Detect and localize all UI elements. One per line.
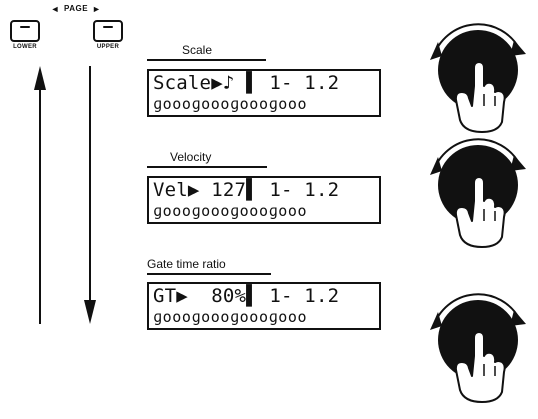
scale-panel-title: Scale — [182, 43, 213, 57]
scale-title-rule — [147, 59, 266, 61]
scale-lcd-line1: Scale▶♪ ▌ 1- 1.2 — [153, 72, 340, 94]
page-lower-button[interactable] — [10, 20, 40, 42]
scale-lcd-display: Scale▶♪ ▌ 1- 1.2 ɡoooɡoooɡoooɡooo — [147, 69, 381, 117]
gate-time-title-rule — [147, 273, 271, 275]
hand-pointer-icon — [454, 331, 506, 403]
page-right-arrow-icon: ► — [92, 4, 102, 14]
gate-time-lcd-line1: GT▶ 80%▌ 1- 1.2 — [153, 285, 340, 307]
page-upper-button[interactable] — [93, 20, 123, 42]
velocity-lcd-line2: ɡoooɡoooɡoooɡooo — [153, 202, 308, 220]
page-lower-label: LOWER — [13, 44, 37, 50]
page-selector-header: ◄PAGE► — [40, 2, 112, 16]
hand-pointer-icon — [454, 61, 506, 133]
velocity-title-rule — [147, 166, 267, 168]
rotate-arrow-icon — [430, 23, 526, 60]
page-label: PAGE — [63, 4, 89, 13]
velocity-lcd-display: Vel▶ 127▌ 1- 1.2 ɡoooɡoooɡoooɡooo — [147, 176, 381, 224]
gate-time-lcd-line2: ɡoooɡoooɡoooɡooo — [153, 308, 308, 326]
scale-lcd-line2: ɡoooɡoooɡoooɡooo — [153, 95, 308, 113]
velocity-panel-title: Velocity — [170, 150, 212, 164]
page-left-arrow-icon: ◄ — [50, 4, 60, 14]
page-upper-label: UPPER — [96, 44, 120, 50]
velocity-lcd-line1: Vel▶ 127▌ 1- 1.2 — [153, 179, 340, 201]
gate-time-lcd-display: GT▶ 80%▌ 1- 1.2 ɡoooɡoooɡoooɡooo — [147, 282, 381, 330]
gate-time-panel-title: Gate time ratio — [147, 257, 226, 271]
down-arrow-icon — [84, 66, 96, 324]
rotate-arrow-icon — [430, 138, 526, 175]
value-dial-1[interactable] — [430, 23, 526, 133]
value-dial-2[interactable] — [430, 138, 526, 248]
hand-pointer-icon — [454, 176, 506, 248]
rotate-arrow-icon — [430, 293, 526, 330]
up-arrow-icon — [34, 66, 46, 324]
value-dial-3[interactable] — [430, 293, 526, 403]
